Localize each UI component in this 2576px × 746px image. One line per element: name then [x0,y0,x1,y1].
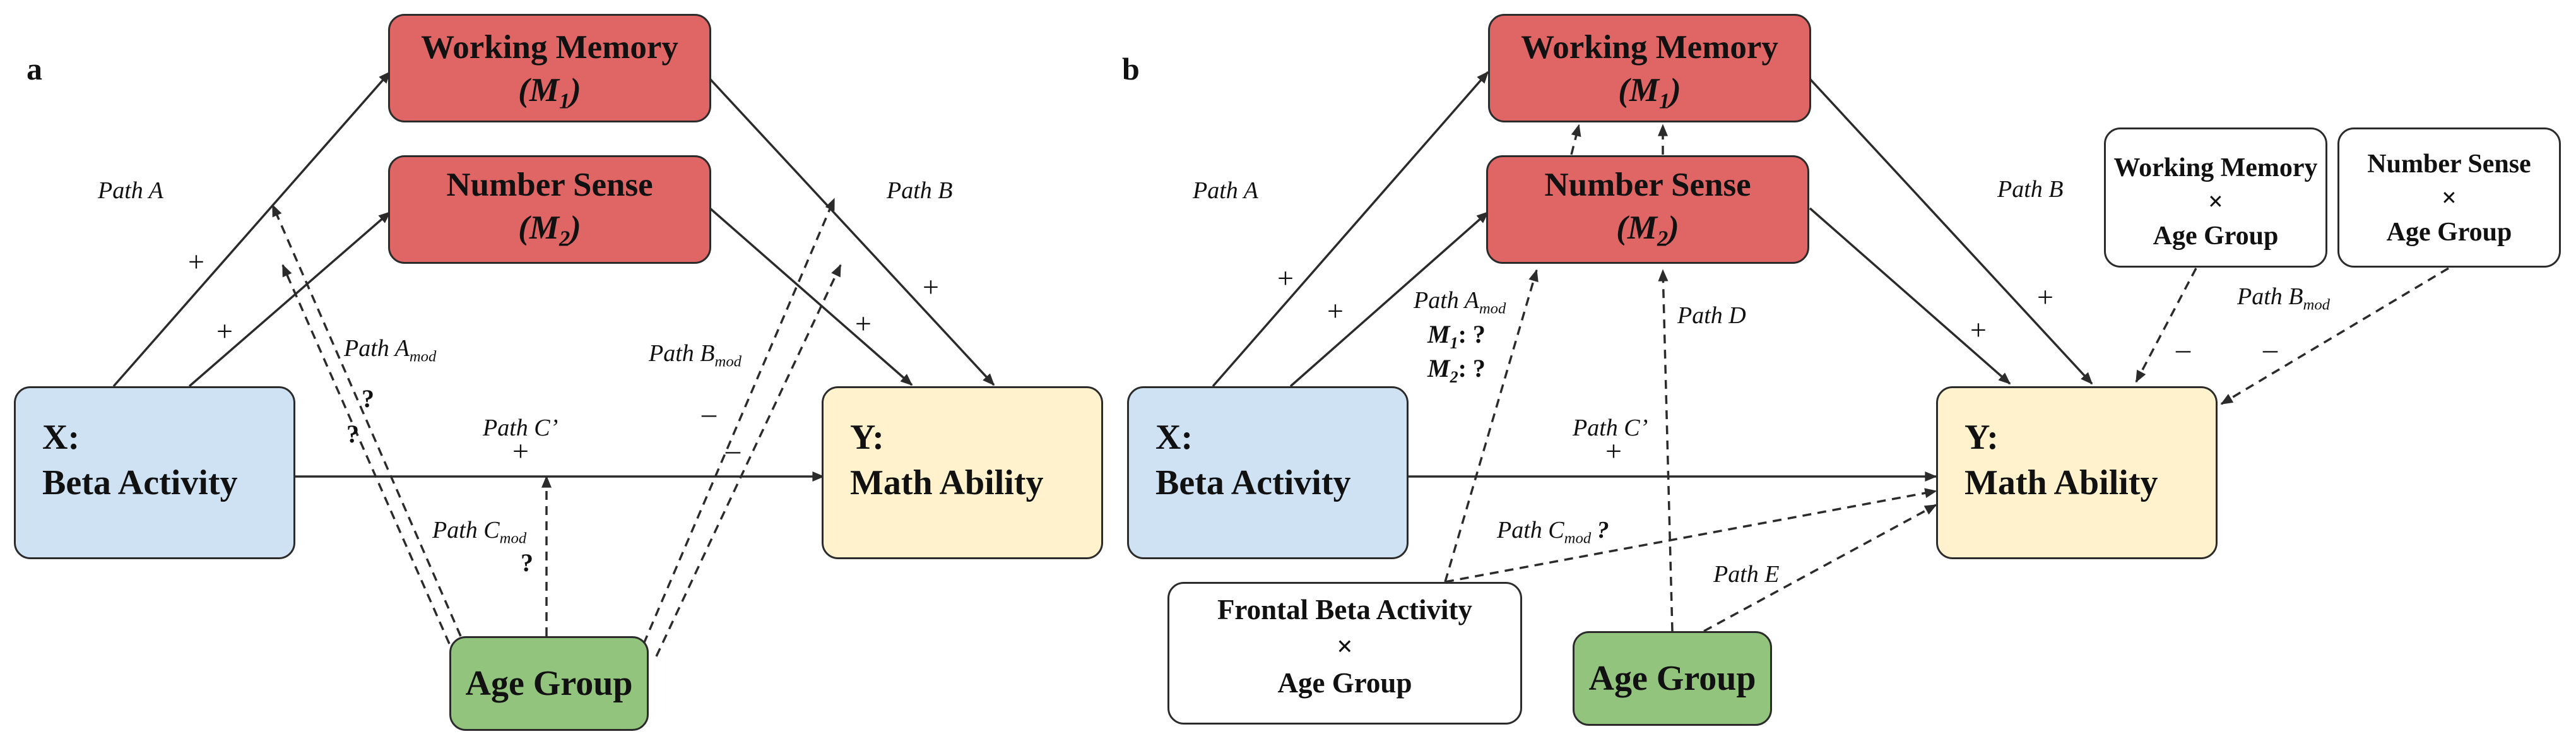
a-wm-var: (M1) [518,72,581,114]
b-plus-path-c: + [1605,435,1622,467]
a-beta-activity-box: X: Beta Activity [14,386,295,559]
a-x-title: Beta Activity [42,463,238,502]
b-ns-var: (M2) [1616,210,1679,251]
a-y-title: Math Ability [850,463,1044,502]
b-ns-title: Number Sense [1544,167,1751,203]
b-frontal-age-interaction-box: Frontal Beta Activity × Age Group [1167,582,1522,725]
a-q-amod-1: ? [362,384,374,413]
b-plus-path-b: + [2037,281,2053,313]
b-ns-age-line1: Number Sense [2367,150,2531,179]
a-wm-title: Working Memory [421,29,678,66]
arrow-a-age-to-path-a1 [271,204,462,637]
b-plus-path-a: + [1277,262,1294,294]
b-path-e-label: Path E [1713,561,1780,588]
b-path-b-label: Path B [1997,176,2064,203]
a-plus-path-a: + [188,246,204,278]
b-y-var: Y: [1964,418,1999,457]
arrow-a-wm-to-y [709,78,995,386]
b-frontal-line1: Frontal Beta Activity [1217,594,1473,625]
b-wm-var: (M1) [1618,72,1681,114]
a-q-amod-2: ? [346,420,359,448]
arrow-a-ns-to-y [709,207,913,386]
a-math-ability-box: Y: Math Ability [822,386,1103,559]
b-plus-path-a2: + [1327,295,1344,327]
panel-b-label: b [1122,51,1140,86]
a-ns-var: (M2) [518,210,581,251]
arrow-a-age-to-path-b1 [642,198,836,644]
b-math-ability-box: Y: Math Ability [1936,386,2218,559]
arrow-b-age-to-ns [1658,269,1674,632]
panel-a-label: a [27,51,42,86]
b-x-var: X: [1155,418,1193,457]
a-working-memory-box: Working Memory (M1) [388,14,711,122]
arrow-b-x-to-wm [1212,71,1489,388]
b-beta-activity-box: X: Beta Activity [1127,386,1409,559]
arrow-b-wmage-to-y [2135,268,2197,383]
b-path-d-label: Path D [1677,302,1746,329]
b-ns-age-group: Age Group [2386,218,2512,247]
arrow-a-x-to-ns [188,211,391,388]
b-m1-mod-label: M1: ? [1427,320,1486,352]
b-wm-title: Working Memory [1521,29,1778,66]
b-wm-age-interaction-box: Working Memory × Age Group [2104,127,2327,268]
b-x-title: Beta Activity [1155,463,1351,502]
arrow-b-x-to-ns [1289,211,1489,388]
a-plus-path-a2: + [216,315,233,347]
arrow-b-nsage-to-y [2220,267,2449,405]
a-plus-path-b2: + [855,307,871,340]
arrow-a-age-to-path-a2 [281,264,451,644]
a-ns-title: Number Sense [446,167,653,203]
a-path-b-label: Path B [887,177,953,204]
b-minus-bmod-2: – [2263,333,2278,365]
b-number-sense-box: Number Sense (M2) [1486,155,1809,264]
a-x-var: X: [42,418,80,457]
a-path-bmod-label: Path Bmod [649,340,742,370]
arrow-b-age-to-y [1703,504,1937,632]
a-q-cmod: ? [521,548,533,577]
b-path-cmod-label: Path Cmod ? [1497,517,1609,547]
arrow-b-ns-to-y [1809,207,2011,385]
arrow-b-frontal-to-ns [1444,269,1539,583]
b-minus-bmod-1: – [2176,333,2190,365]
b-wm-age-times: × [2208,187,2223,216]
arrow-a-age-to-path-b2 [655,264,842,657]
a-path-amod-label: Path Amod [344,335,437,365]
a-minus-bmod-2: – [726,434,740,466]
b-path-cprime-label: Path C’ [1573,415,1648,441]
arrow-b-ns-to-wm-1 [1570,124,1581,155]
a-path-cprime-label: Path C’ [483,415,558,441]
a-number-sense-box: Number Sense (M2) [388,155,711,264]
a-plus-path-c: + [512,435,529,467]
b-path-a-label: Path A [1193,177,1258,204]
arrow-b-frontal-to-y [1445,488,1937,583]
b-age-group-box: Age Group [1573,631,1772,726]
a-path-a-label: Path A [98,177,163,204]
b-path-amod-label: Path Amod [1414,287,1506,317]
arrow-b-wm-to-y [1809,78,2093,385]
b-working-memory-box: Working Memory (M1) [1488,14,1811,122]
a-minus-bmod-1: – [702,397,716,429]
b-wm-age-line1: Working Memory [2113,153,2318,182]
b-wm-age-group: Age Group [2153,222,2279,251]
b-frontal-times: × [1337,631,1353,662]
a-plus-path-b: + [923,271,939,303]
a-y-var: Y: [850,418,884,457]
b-ns-age-interaction-box: Number Sense × Age Group [2337,127,2561,268]
b-plus-path-b2: + [1970,314,1987,346]
b-y-title: Math Ability [1964,463,2158,502]
a-age-group-box: Age Group [449,636,649,731]
b-ns-age-times: × [2442,184,2457,213]
b-m2-mod-label: M2: ? [1427,354,1486,386]
a-path-cmod-label: Path Cmod [432,517,527,547]
b-frontal-group: Age Group [1277,667,1412,699]
arrow-a-x-to-wm [112,71,391,388]
b-path-bmod-label: Path Bmod [2237,283,2331,314]
